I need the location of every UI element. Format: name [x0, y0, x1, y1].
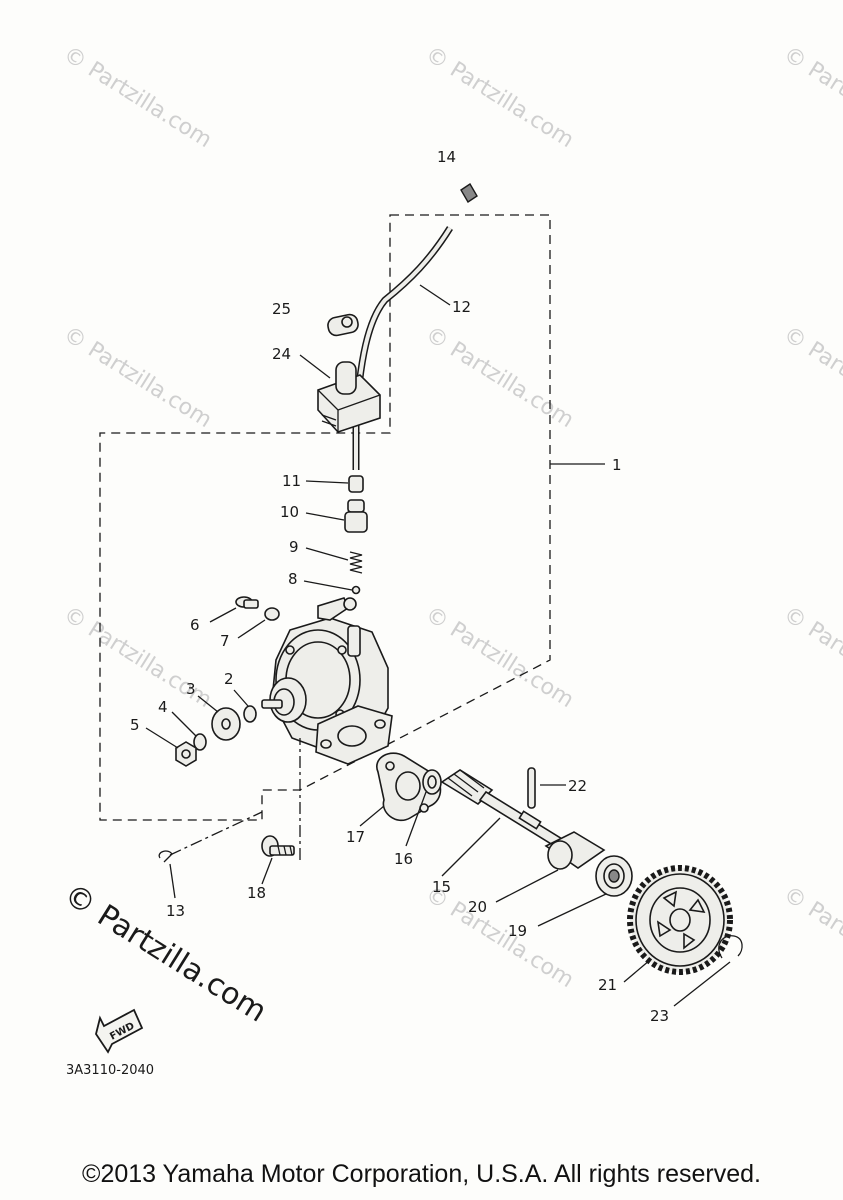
- leader-21: [623, 959, 651, 983]
- watermark-text: © Partzilla.com: [779, 882, 843, 993]
- leader-16: [405, 791, 427, 847]
- callout-8: 8: [288, 570, 298, 588]
- callout-14: 14: [437, 148, 456, 166]
- watermark-text: © Partzilla.com: [779, 602, 843, 713]
- leader-3: [197, 695, 219, 713]
- callout-15: 15: [432, 878, 451, 896]
- fwd-arrow: FWD: [95, 1008, 144, 1054]
- part-10-valve: [344, 499, 368, 533]
- leader-10: [305, 512, 345, 521]
- callout-13: 13: [166, 902, 185, 920]
- callout-21: 21: [598, 976, 617, 994]
- part-11-fitting: [348, 475, 364, 493]
- part-21-gear: [627, 865, 733, 975]
- part-5-nut: [175, 741, 197, 767]
- leader-18: [261, 857, 273, 885]
- leader-6: [209, 607, 237, 623]
- watermark-text: © Partzilla.com: [421, 602, 578, 713]
- leader-17: [359, 805, 385, 827]
- assembly-boundary: [99, 214, 551, 821]
- leader-23: [673, 961, 731, 1007]
- part-17-gasket: [376, 752, 442, 822]
- part-8-ball: [351, 585, 361, 595]
- leader-5: [145, 727, 179, 749]
- leader-19: [537, 893, 607, 927]
- leader-4: [171, 711, 197, 737]
- watermark-text: © Partzilla.com: [779, 42, 843, 153]
- callout-24: 24: [272, 345, 291, 363]
- callout-25: 25: [272, 300, 291, 318]
- watermark-text: © Partzilla.com: [421, 882, 578, 993]
- callout-7: 7: [220, 632, 230, 650]
- part-23-circlip: [718, 935, 743, 959]
- callout-labels: 1 2 3 4 5 6 7 8 9 10 11 12 13 14 15 16 1…: [130, 148, 669, 1025]
- callout-11: 11: [282, 472, 301, 490]
- leader-20: [495, 869, 559, 903]
- callout-3: 3: [186, 680, 196, 698]
- callout-4: 4: [158, 698, 168, 716]
- oil-pump-body: [261, 597, 393, 765]
- callout-19: 19: [508, 922, 527, 940]
- part-7-washer: [264, 607, 280, 621]
- callout-18: 18: [247, 884, 266, 902]
- part-16-oring: [422, 769, 442, 795]
- watermark-text: © Partzilla.com: [59, 322, 216, 433]
- part-6-screw: [235, 596, 259, 609]
- part-25-clamp: [327, 313, 359, 337]
- part-22-pin: [527, 767, 536, 809]
- callout-16: 16: [394, 850, 413, 868]
- watermark-logo: © Partzilla.com: [58, 877, 273, 1029]
- part-24-holder: [317, 361, 381, 433]
- leader-11: [305, 480, 349, 484]
- callout-10: 10: [280, 503, 299, 521]
- leader-12: [419, 284, 451, 306]
- part-9-spring: [349, 551, 363, 574]
- leader-24: [299, 354, 331, 379]
- callout-6: 6: [190, 616, 200, 634]
- callout-2: 2: [224, 670, 234, 688]
- diagram-code: 3A3110-2040: [66, 1063, 154, 1078]
- watermark-text: © Partzilla.com: [779, 322, 843, 433]
- callout-23: 23: [650, 1007, 669, 1025]
- callout-1: 1: [612, 456, 622, 474]
- callout-12: 12: [452, 298, 471, 316]
- watermark-text: © Partzilla.com: [59, 42, 216, 153]
- callout-17: 17: [346, 828, 365, 846]
- leader-13: [169, 863, 176, 899]
- part-4-lock-washer: [193, 733, 207, 751]
- callout-9: 9: [289, 538, 299, 556]
- callout-5: 5: [130, 716, 140, 734]
- copyright-notice: ©2013 Yamaha Motor Corporation, U.S.A. A…: [82, 1160, 761, 1188]
- leader-8: [303, 580, 353, 591]
- callout-20: 20: [468, 898, 487, 916]
- part-19-bearing: [595, 855, 633, 897]
- part-13-clip: [158, 850, 173, 863]
- leader-9: [305, 547, 349, 561]
- watermark-text: © Partzilla.com: [421, 42, 578, 153]
- leader-7: [237, 619, 266, 639]
- part-2-washer: [243, 705, 257, 723]
- part-20-collar: [544, 831, 606, 870]
- part-14-cap: [460, 183, 478, 203]
- part-3-washer: [211, 707, 241, 741]
- leader-2: [233, 689, 249, 707]
- centerline-13: [169, 811, 263, 856]
- leader-15: [441, 817, 501, 877]
- part-18-bolt: [261, 835, 295, 857]
- watermark-text: © Partzilla.com: [421, 322, 578, 433]
- callout-22: 22: [568, 777, 587, 795]
